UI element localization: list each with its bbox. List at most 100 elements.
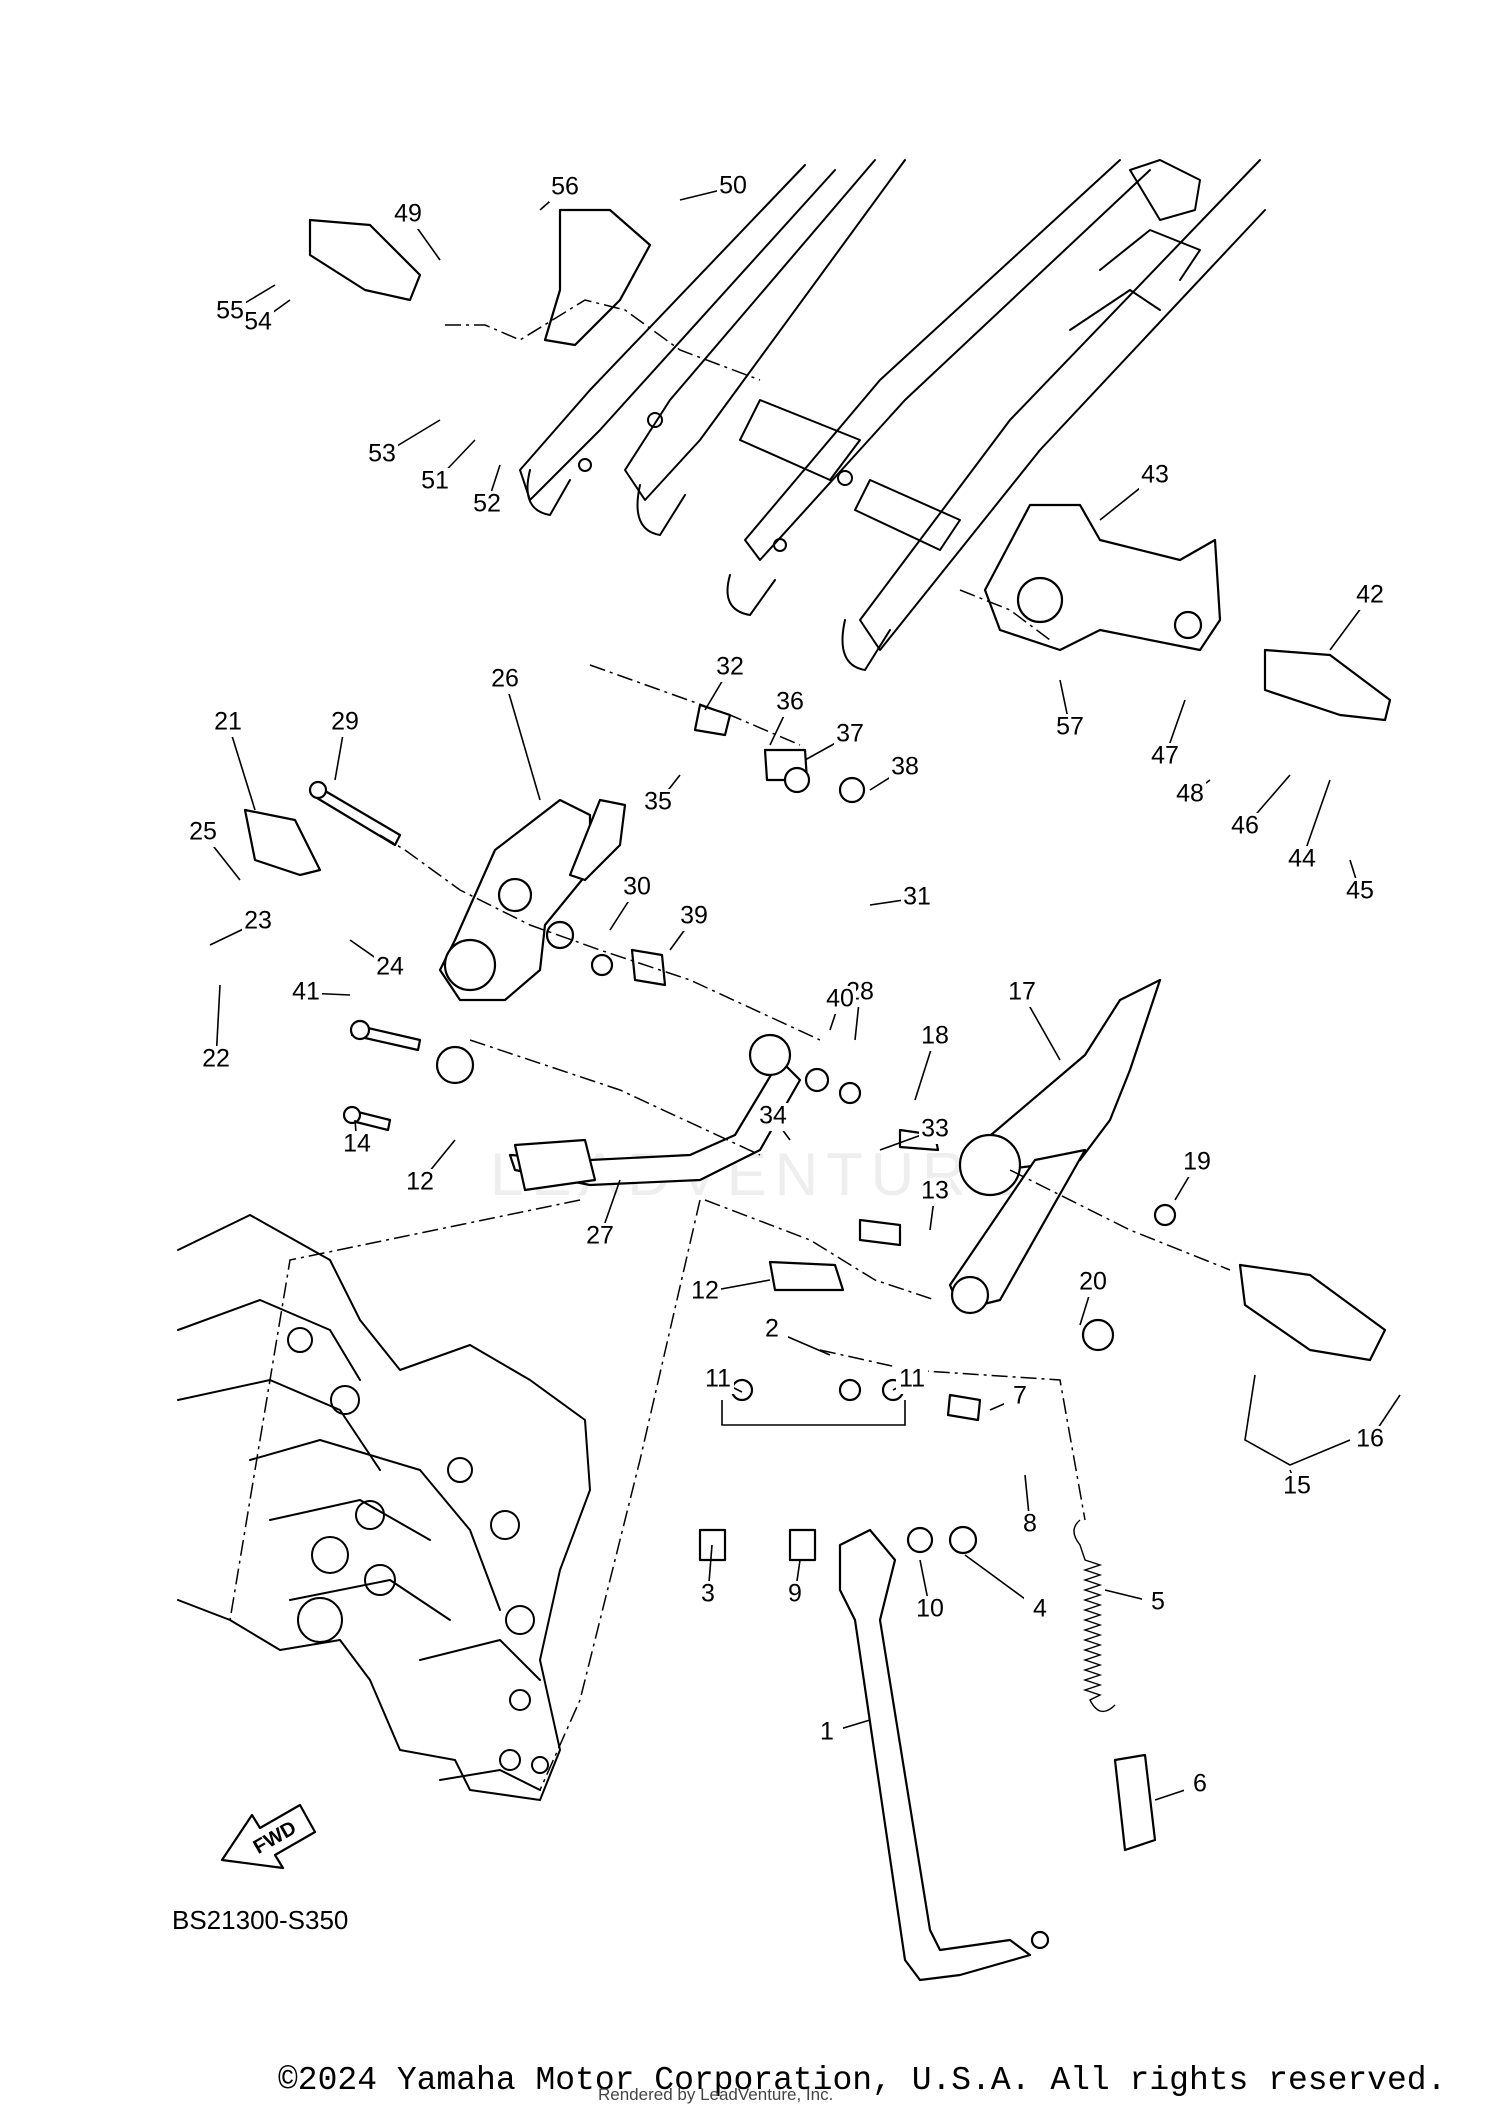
part-callout-23[interactable]: 23 <box>244 907 272 935</box>
part-callout-56[interactable]: 56 <box>551 173 579 201</box>
part-callout-16[interactable]: 16 <box>1356 1425 1384 1453</box>
callout-background <box>242 908 274 936</box>
callout-background <box>717 173 749 201</box>
callout-background <box>1184 1771 1216 1799</box>
part-callout-45[interactable]: 45 <box>1346 877 1374 905</box>
callout-background <box>1229 813 1261 841</box>
part-callout-12[interactable]: 12 <box>406 1168 434 1196</box>
callout-background <box>757 1103 789 1131</box>
part-callout-54[interactable]: 54 <box>244 308 272 336</box>
part-callout-50[interactable]: 50 <box>719 172 747 200</box>
part-callout-43[interactable]: 43 <box>1141 461 1169 489</box>
callout-background <box>212 709 244 737</box>
callout-background <box>1077 1269 1109 1297</box>
part-callout-21[interactable]: 21 <box>214 708 242 736</box>
part-callout-15[interactable]: 15 <box>1283 1472 1311 1500</box>
callout-background <box>584 1223 616 1251</box>
part-callout-38[interactable]: 38 <box>891 753 919 781</box>
callout-leader <box>227 722 256 811</box>
part-callout-14[interactable]: 14 <box>343 1130 371 1158</box>
part-callout-34[interactable]: 34 <box>759 1102 787 1130</box>
part-callout-6[interactable]: 6 <box>1193 1770 1207 1798</box>
part-callout-2[interactable]: 2 <box>765 1315 779 1343</box>
part-callout-48[interactable]: 48 <box>1176 780 1204 808</box>
fwd-arrow-icon: FWD <box>220 1803 317 1870</box>
part-callout-36[interactable]: 36 <box>776 688 804 716</box>
rendered-by-note: Rendered by LeadVenture, Inc. <box>598 2085 834 2104</box>
part-callout-7[interactable]: 7 <box>1013 1382 1027 1410</box>
part-callout-52[interactable]: 52 <box>473 490 501 518</box>
part-callout-9[interactable]: 9 <box>788 1580 802 1608</box>
part-callout-26[interactable]: 26 <box>491 665 519 693</box>
callout-background <box>1004 1383 1036 1411</box>
part-callout-22[interactable]: 22 <box>202 1045 230 1073</box>
callout-leader <box>504 679 541 801</box>
sidestand <box>838 1528 1050 1982</box>
callout-background <box>1354 1426 1386 1454</box>
part-callout-25[interactable]: 25 <box>189 818 217 846</box>
part-callout-51[interactable]: 51 <box>421 467 449 495</box>
part-callout-24[interactable]: 24 <box>376 953 404 981</box>
part-callout-29[interactable]: 29 <box>331 708 359 736</box>
callout-background <box>1354 582 1386 610</box>
part-callout-37[interactable]: 37 <box>836 720 864 748</box>
part-callout-13[interactable]: 13 <box>921 1177 949 1205</box>
part-callout-47[interactable]: 47 <box>1151 742 1179 770</box>
part-callout-40[interactable]: 40 <box>826 985 854 1013</box>
part-callout-39[interactable]: 39 <box>680 902 708 930</box>
part-callout-30[interactable]: 30 <box>623 873 651 901</box>
part-callout-5[interactable]: 5 <box>1151 1588 1165 1616</box>
callout-background <box>374 954 406 982</box>
callout-background <box>621 874 653 902</box>
part-callout-8[interactable]: 8 <box>1023 1510 1037 1538</box>
part-callout-12[interactable]: 12 <box>691 1277 719 1305</box>
part-callout-55[interactable]: 55 <box>216 297 244 325</box>
callout-background <box>919 1023 951 1051</box>
part-callout-27[interactable]: 27 <box>586 1222 614 1250</box>
callout-background <box>471 491 503 519</box>
part-callout-44[interactable]: 44 <box>1288 845 1316 873</box>
part-callout-53[interactable]: 53 <box>368 440 396 468</box>
part-callout-1[interactable]: 1 <box>820 1718 834 1746</box>
part-callout-17[interactable]: 17 <box>1008 978 1036 1006</box>
callout-background <box>689 1278 721 1306</box>
callout-background <box>392 201 424 229</box>
diagram-code: BS21300-S350 <box>172 1905 349 1935</box>
callout-background <box>419 468 451 496</box>
part-callout-11[interactable]: 11 <box>705 1365 731 1393</box>
part-callout-33[interactable]: 33 <box>921 1115 949 1143</box>
part-callout-31[interactable]: 31 <box>903 883 931 911</box>
part-callout-35[interactable]: 35 <box>644 788 672 816</box>
part-callout-32[interactable]: 32 <box>716 653 744 681</box>
part-callout-4[interactable]: 4 <box>1033 1595 1047 1623</box>
callout-background <box>214 298 246 326</box>
part-callout-42[interactable]: 42 <box>1356 581 1384 609</box>
part-callout-19[interactable]: 19 <box>1183 1148 1211 1176</box>
callout-background <box>834 721 866 749</box>
assembly-lines <box>229 299 1231 1791</box>
part-callout-41[interactable]: 41 <box>292 978 320 1006</box>
callout-background <box>702 1366 734 1394</box>
part-callout-57[interactable]: 57 <box>1056 713 1084 741</box>
part-callout-49[interactable]: 49 <box>394 200 422 228</box>
callout-background <box>901 884 933 912</box>
callout-background <box>1286 846 1318 874</box>
callout-background <box>549 174 581 202</box>
part-callout-11[interactable]: 11 <box>899 1365 925 1393</box>
callout-background <box>489 666 521 694</box>
callout-background <box>404 1169 436 1197</box>
callout-background <box>242 309 274 337</box>
passenger-footrest-bracket <box>983 503 1222 652</box>
part-callout-20[interactable]: 20 <box>1079 1268 1107 1296</box>
callout-background <box>1142 1589 1174 1617</box>
part-callout-3[interactable]: 3 <box>701 1580 715 1608</box>
callout-background <box>1006 979 1038 1007</box>
callout-background <box>774 689 806 717</box>
part-callout-18[interactable]: 18 <box>921 1022 949 1050</box>
callout-background <box>896 1366 928 1394</box>
part-callout-46[interactable]: 46 <box>1231 812 1259 840</box>
callout-background <box>1181 1149 1213 1177</box>
part-callout-10[interactable]: 10 <box>916 1595 944 1623</box>
